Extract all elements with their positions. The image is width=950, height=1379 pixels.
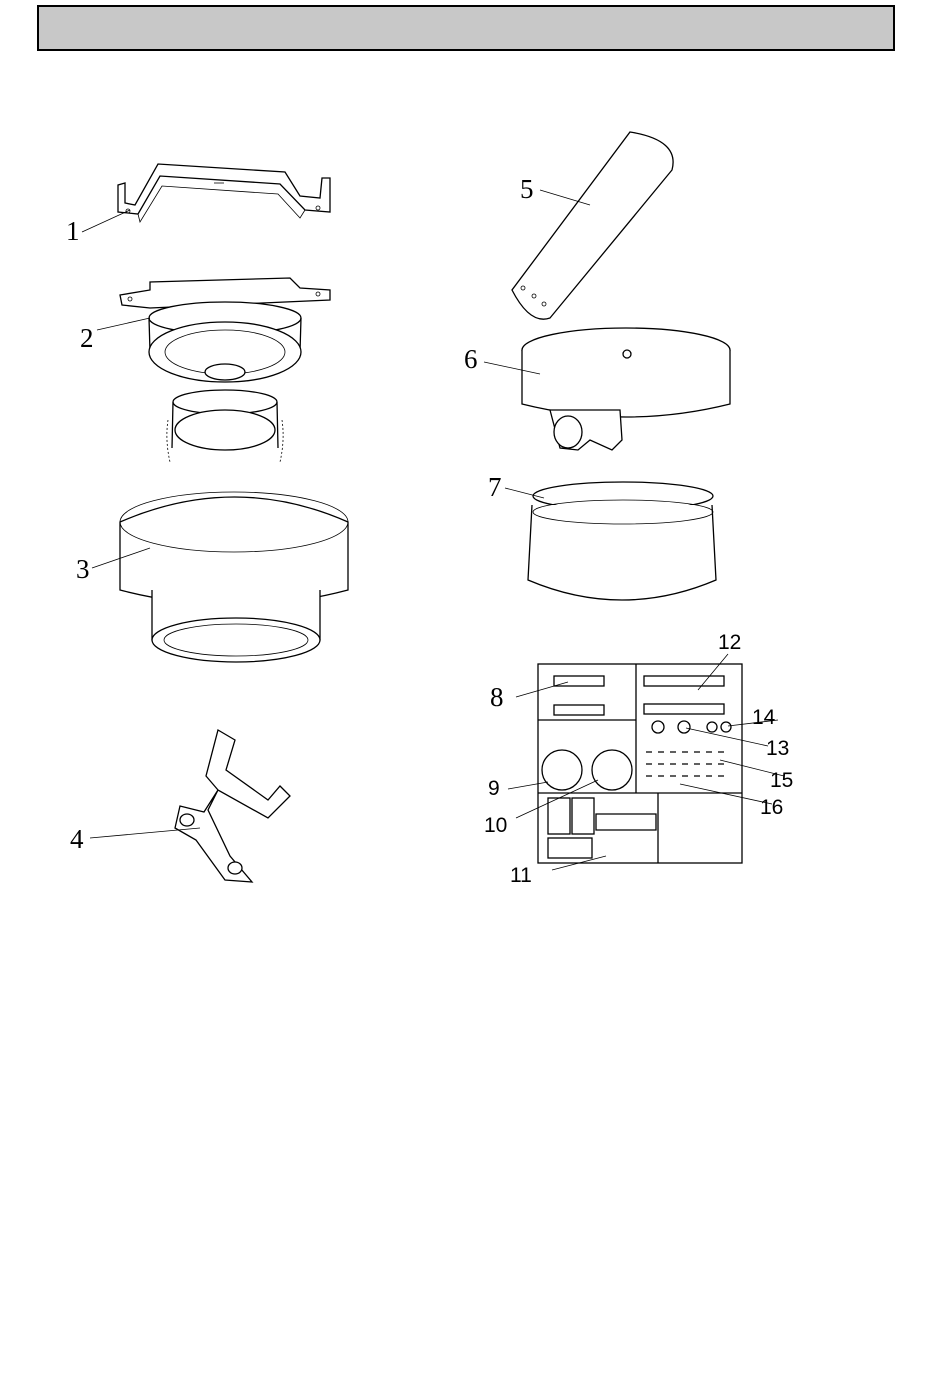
callout-13: 13: [766, 737, 789, 760]
callout-16: 16: [760, 796, 783, 819]
light-globe-part: [528, 482, 716, 600]
callout-14: 14: [752, 706, 776, 729]
callout-7: 7: [488, 472, 502, 502]
blade-holder-part: [175, 730, 290, 882]
switch-housing-part: [522, 328, 730, 450]
callout-8: 8: [490, 682, 504, 712]
motor-assembly-part: [120, 278, 330, 462]
callout-11: 11: [510, 864, 532, 887]
callout-3: 3: [76, 554, 90, 584]
callout-6: 6: [464, 344, 478, 374]
fan-blade-part: [512, 132, 673, 319]
callout-2: 2: [80, 323, 94, 353]
callout-15: 15: [770, 769, 793, 792]
hardware-bag-part: [538, 664, 742, 863]
callout-4: 4: [70, 824, 84, 854]
callout-1: 1: [66, 216, 80, 246]
callout-5: 5: [520, 174, 534, 204]
callout-10: 10: [484, 814, 507, 837]
canopy-part: [120, 492, 348, 662]
callout-12: 12: [718, 631, 741, 654]
mounting-bracket-part: [118, 164, 330, 222]
callout-9: 9: [488, 777, 500, 800]
